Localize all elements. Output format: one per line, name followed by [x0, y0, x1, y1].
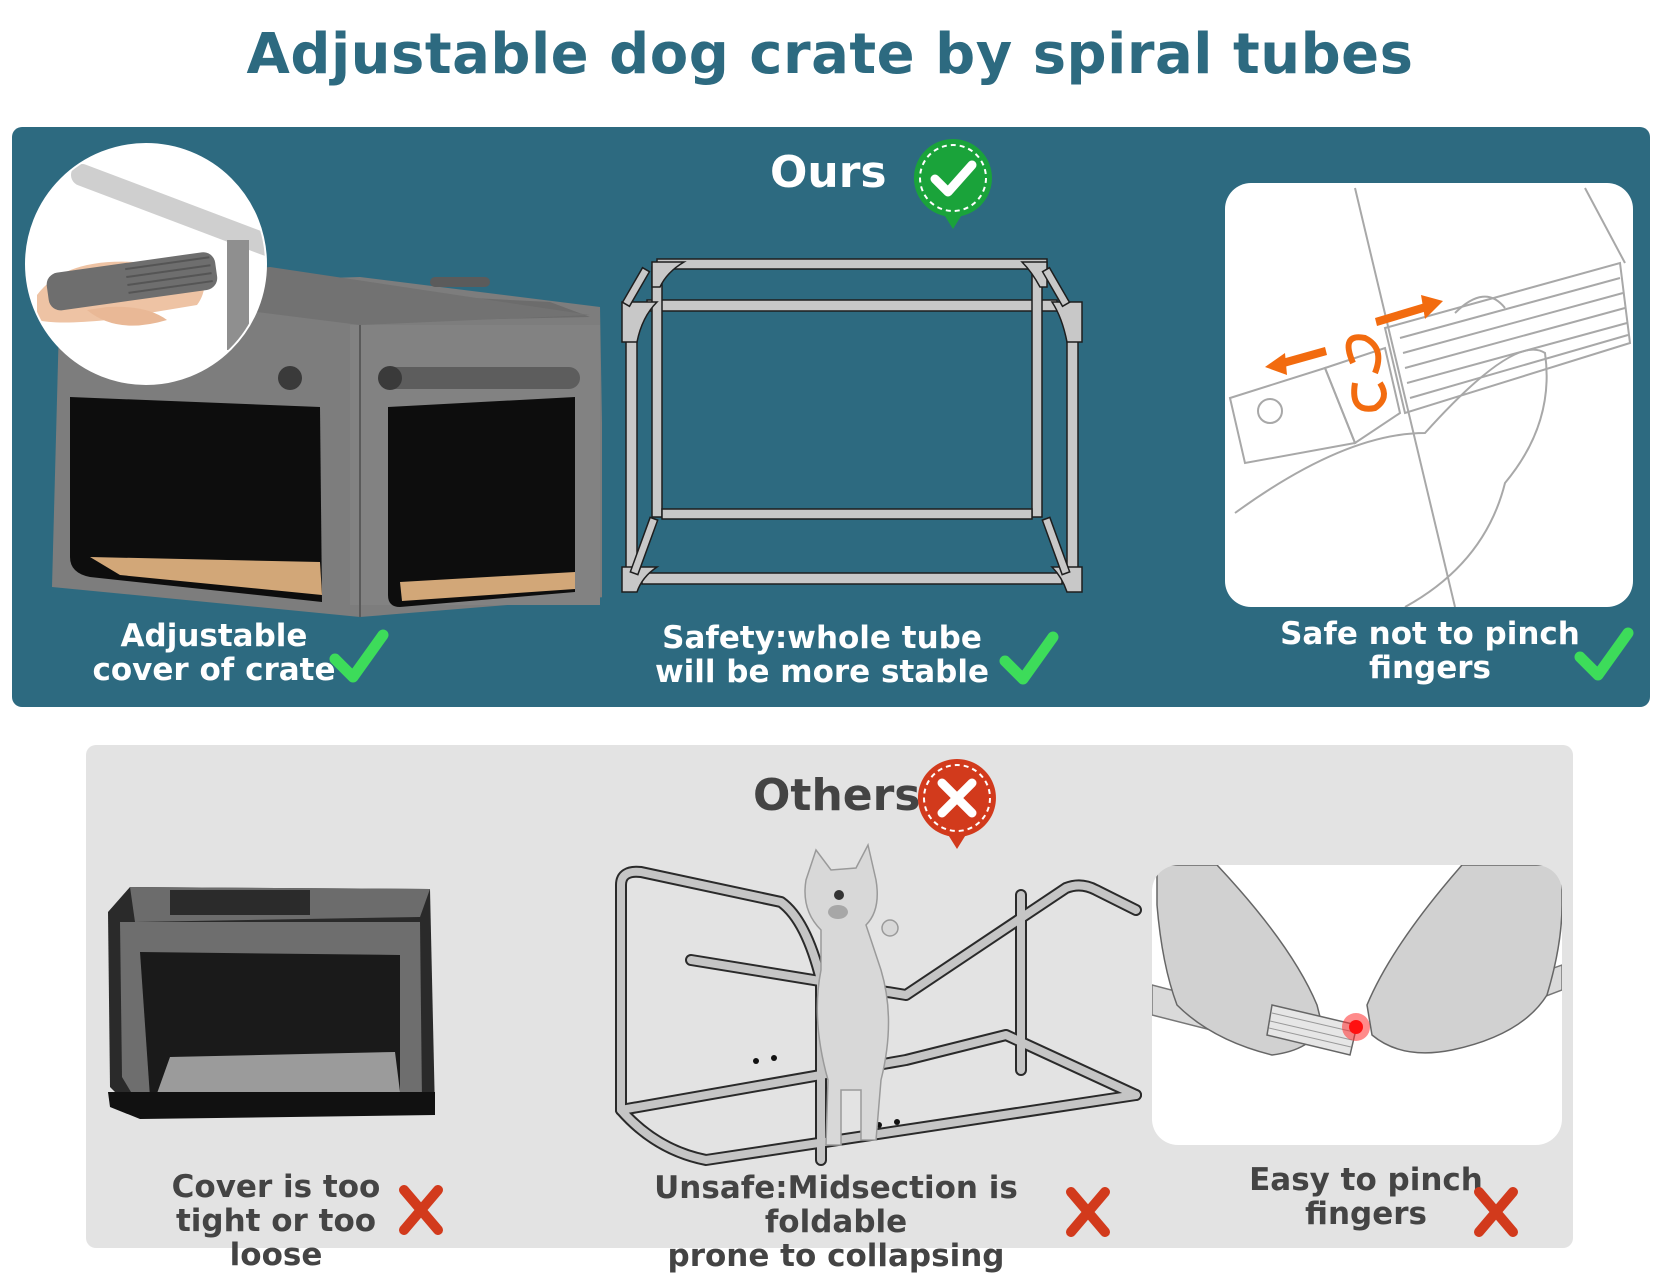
- others-item-2-caption: Unsafe:Midsection is foldable prone to c…: [654, 1170, 1018, 1274]
- others-panel: Others Cover is too tight or too loose: [86, 745, 1573, 1273]
- ours-panel: Ours: [12, 127, 1650, 707]
- ours-heading: Ours: [770, 147, 887, 198]
- cross-icon: [399, 1185, 443, 1235]
- cross-icon: [1066, 1187, 1110, 1237]
- check-badge-icon: [913, 139, 992, 229]
- others-heading: Others: [753, 770, 921, 821]
- ours-item-2-image: [612, 247, 1102, 602]
- others-item-2-image: [606, 840, 1151, 1170]
- check-icon: [999, 631, 1059, 685]
- others-item-1-caption: Cover is too tight or too loose: [171, 1169, 381, 1273]
- others-item-3-caption: Easy to pinch fingers: [1249, 1162, 1483, 1232]
- ours-item-3-caption: Safe not to pinch fingers: [1280, 616, 1580, 686]
- others-item-3-image: [1152, 865, 1562, 1145]
- spiral-tube-inset: [25, 143, 267, 385]
- cross-icon: [1474, 1187, 1518, 1237]
- check-icon: [1574, 627, 1634, 681]
- ours-item-1-caption: Adjustable cover of crate: [92, 618, 336, 688]
- ours-item-2-caption: Safety:whole tube will be more stable: [654, 620, 990, 690]
- others-item-1-image: [100, 867, 450, 1132]
- ours-item-3-image: [1225, 183, 1633, 607]
- check-icon: [329, 629, 389, 683]
- cross-badge-icon: [917, 759, 996, 849]
- page-title: Adjustable dog crate by spiral tubes: [246, 22, 1414, 87]
